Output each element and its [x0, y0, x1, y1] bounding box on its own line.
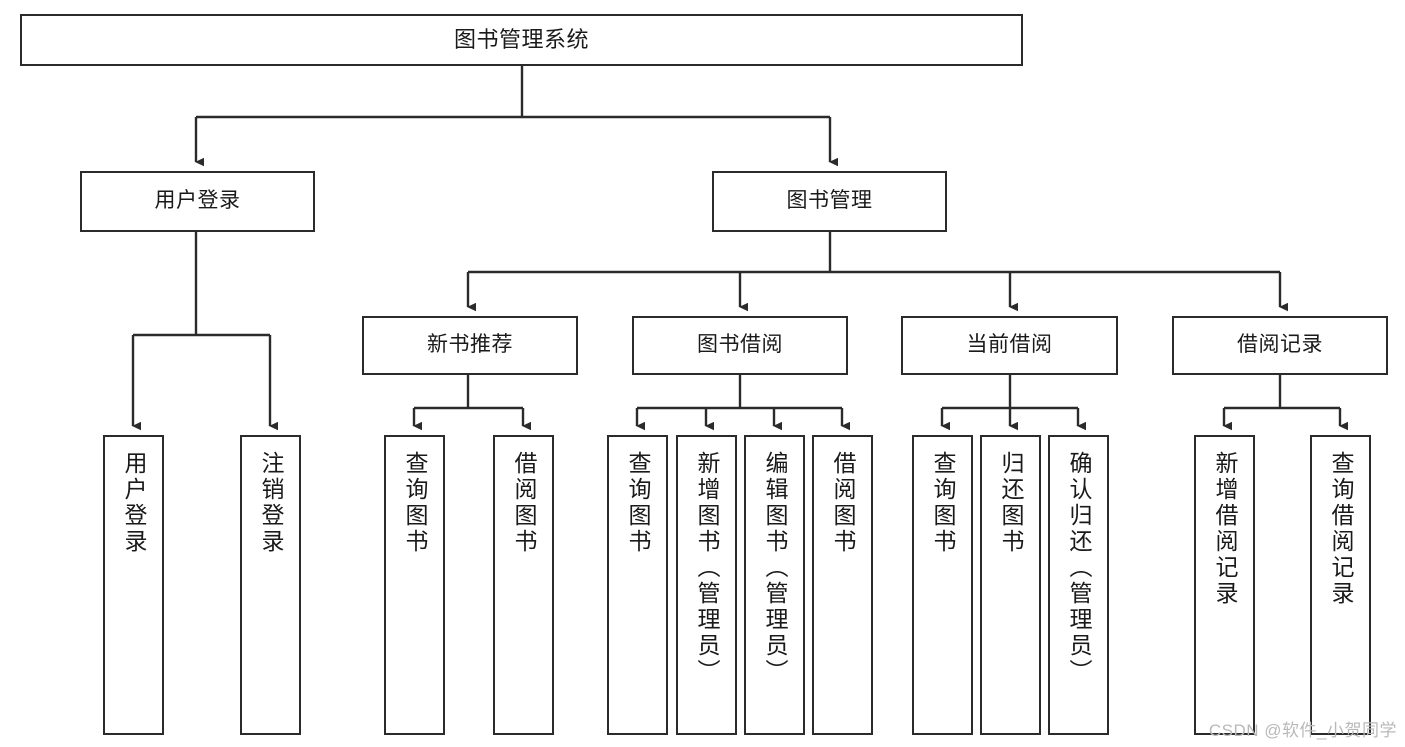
leaf-current-borrow-return-book[interactable]: 归还图书	[980, 435, 1041, 735]
node-label: 注销登录	[258, 451, 284, 555]
leaf-current-borrow-confirm-return-admin[interactable]: 确认归还（管理员）	[1048, 435, 1109, 735]
node-book-management-system[interactable]: 图书管理系统	[20, 14, 1023, 66]
node-borrow-record[interactable]: 借阅记录	[1172, 316, 1388, 375]
node-label: 新书推荐	[427, 333, 513, 357]
node-book-borrow[interactable]: 图书借阅	[632, 316, 848, 375]
node-label: 用户登录	[154, 189, 241, 213]
node-label: 借阅图书	[511, 451, 537, 555]
node-label: 用户登录	[121, 451, 147, 555]
node-label: 借阅记录	[1237, 333, 1323, 357]
leaf-user-login-signout[interactable]: 注销登录	[240, 435, 301, 735]
node-label: 新增图书（管理员）	[694, 451, 720, 685]
node-label: 借阅图书	[830, 451, 856, 555]
node-book-management[interactable]: 图书管理	[712, 171, 947, 232]
node-label: 图书管理	[786, 189, 873, 213]
leaf-new-book-borrow-book[interactable]: 借阅图书	[493, 435, 554, 735]
leaf-book-borrow-edit-book-admin[interactable]: 编辑图书（管理员）	[744, 435, 805, 735]
node-label: 图书借阅	[697, 333, 783, 357]
csdn-watermark: CSDN @软件_小贺同学	[1208, 721, 1397, 740]
node-label: 查询图书	[402, 451, 428, 555]
node-label: 新增借阅记录	[1212, 451, 1238, 607]
node-new-book-recommend[interactable]: 新书推荐	[362, 316, 578, 375]
node-label: 确认归还（管理员）	[1066, 451, 1092, 685]
node-label: 查询图书	[625, 451, 651, 555]
leaf-current-borrow-query-book[interactable]: 查询图书	[912, 435, 973, 735]
leaf-user-login-signin[interactable]: 用户登录	[103, 435, 164, 735]
leaf-book-borrow-borrow-book[interactable]: 借阅图书	[812, 435, 873, 735]
node-label: 查询借阅记录	[1328, 451, 1354, 607]
node-label: 图书管理系统	[453, 27, 589, 53]
node-user-login[interactable]: 用户登录	[80, 171, 315, 232]
node-label: 查询图书	[930, 451, 956, 555]
leaf-new-book-query-book[interactable]: 查询图书	[384, 435, 445, 735]
leaf-borrow-record-query-record[interactable]: 查询借阅记录	[1310, 435, 1371, 735]
node-current-borrow[interactable]: 当前借阅	[901, 316, 1118, 375]
leaf-borrow-record-add-record[interactable]: 新增借阅记录	[1194, 435, 1255, 735]
node-label: 编辑图书（管理员）	[762, 451, 788, 685]
leaf-book-borrow-add-book-admin[interactable]: 新增图书（管理员）	[676, 435, 737, 735]
leaf-book-borrow-query-book[interactable]: 查询图书	[607, 435, 668, 735]
node-label: 归还图书	[998, 451, 1024, 555]
node-label: 当前借阅	[966, 333, 1053, 357]
